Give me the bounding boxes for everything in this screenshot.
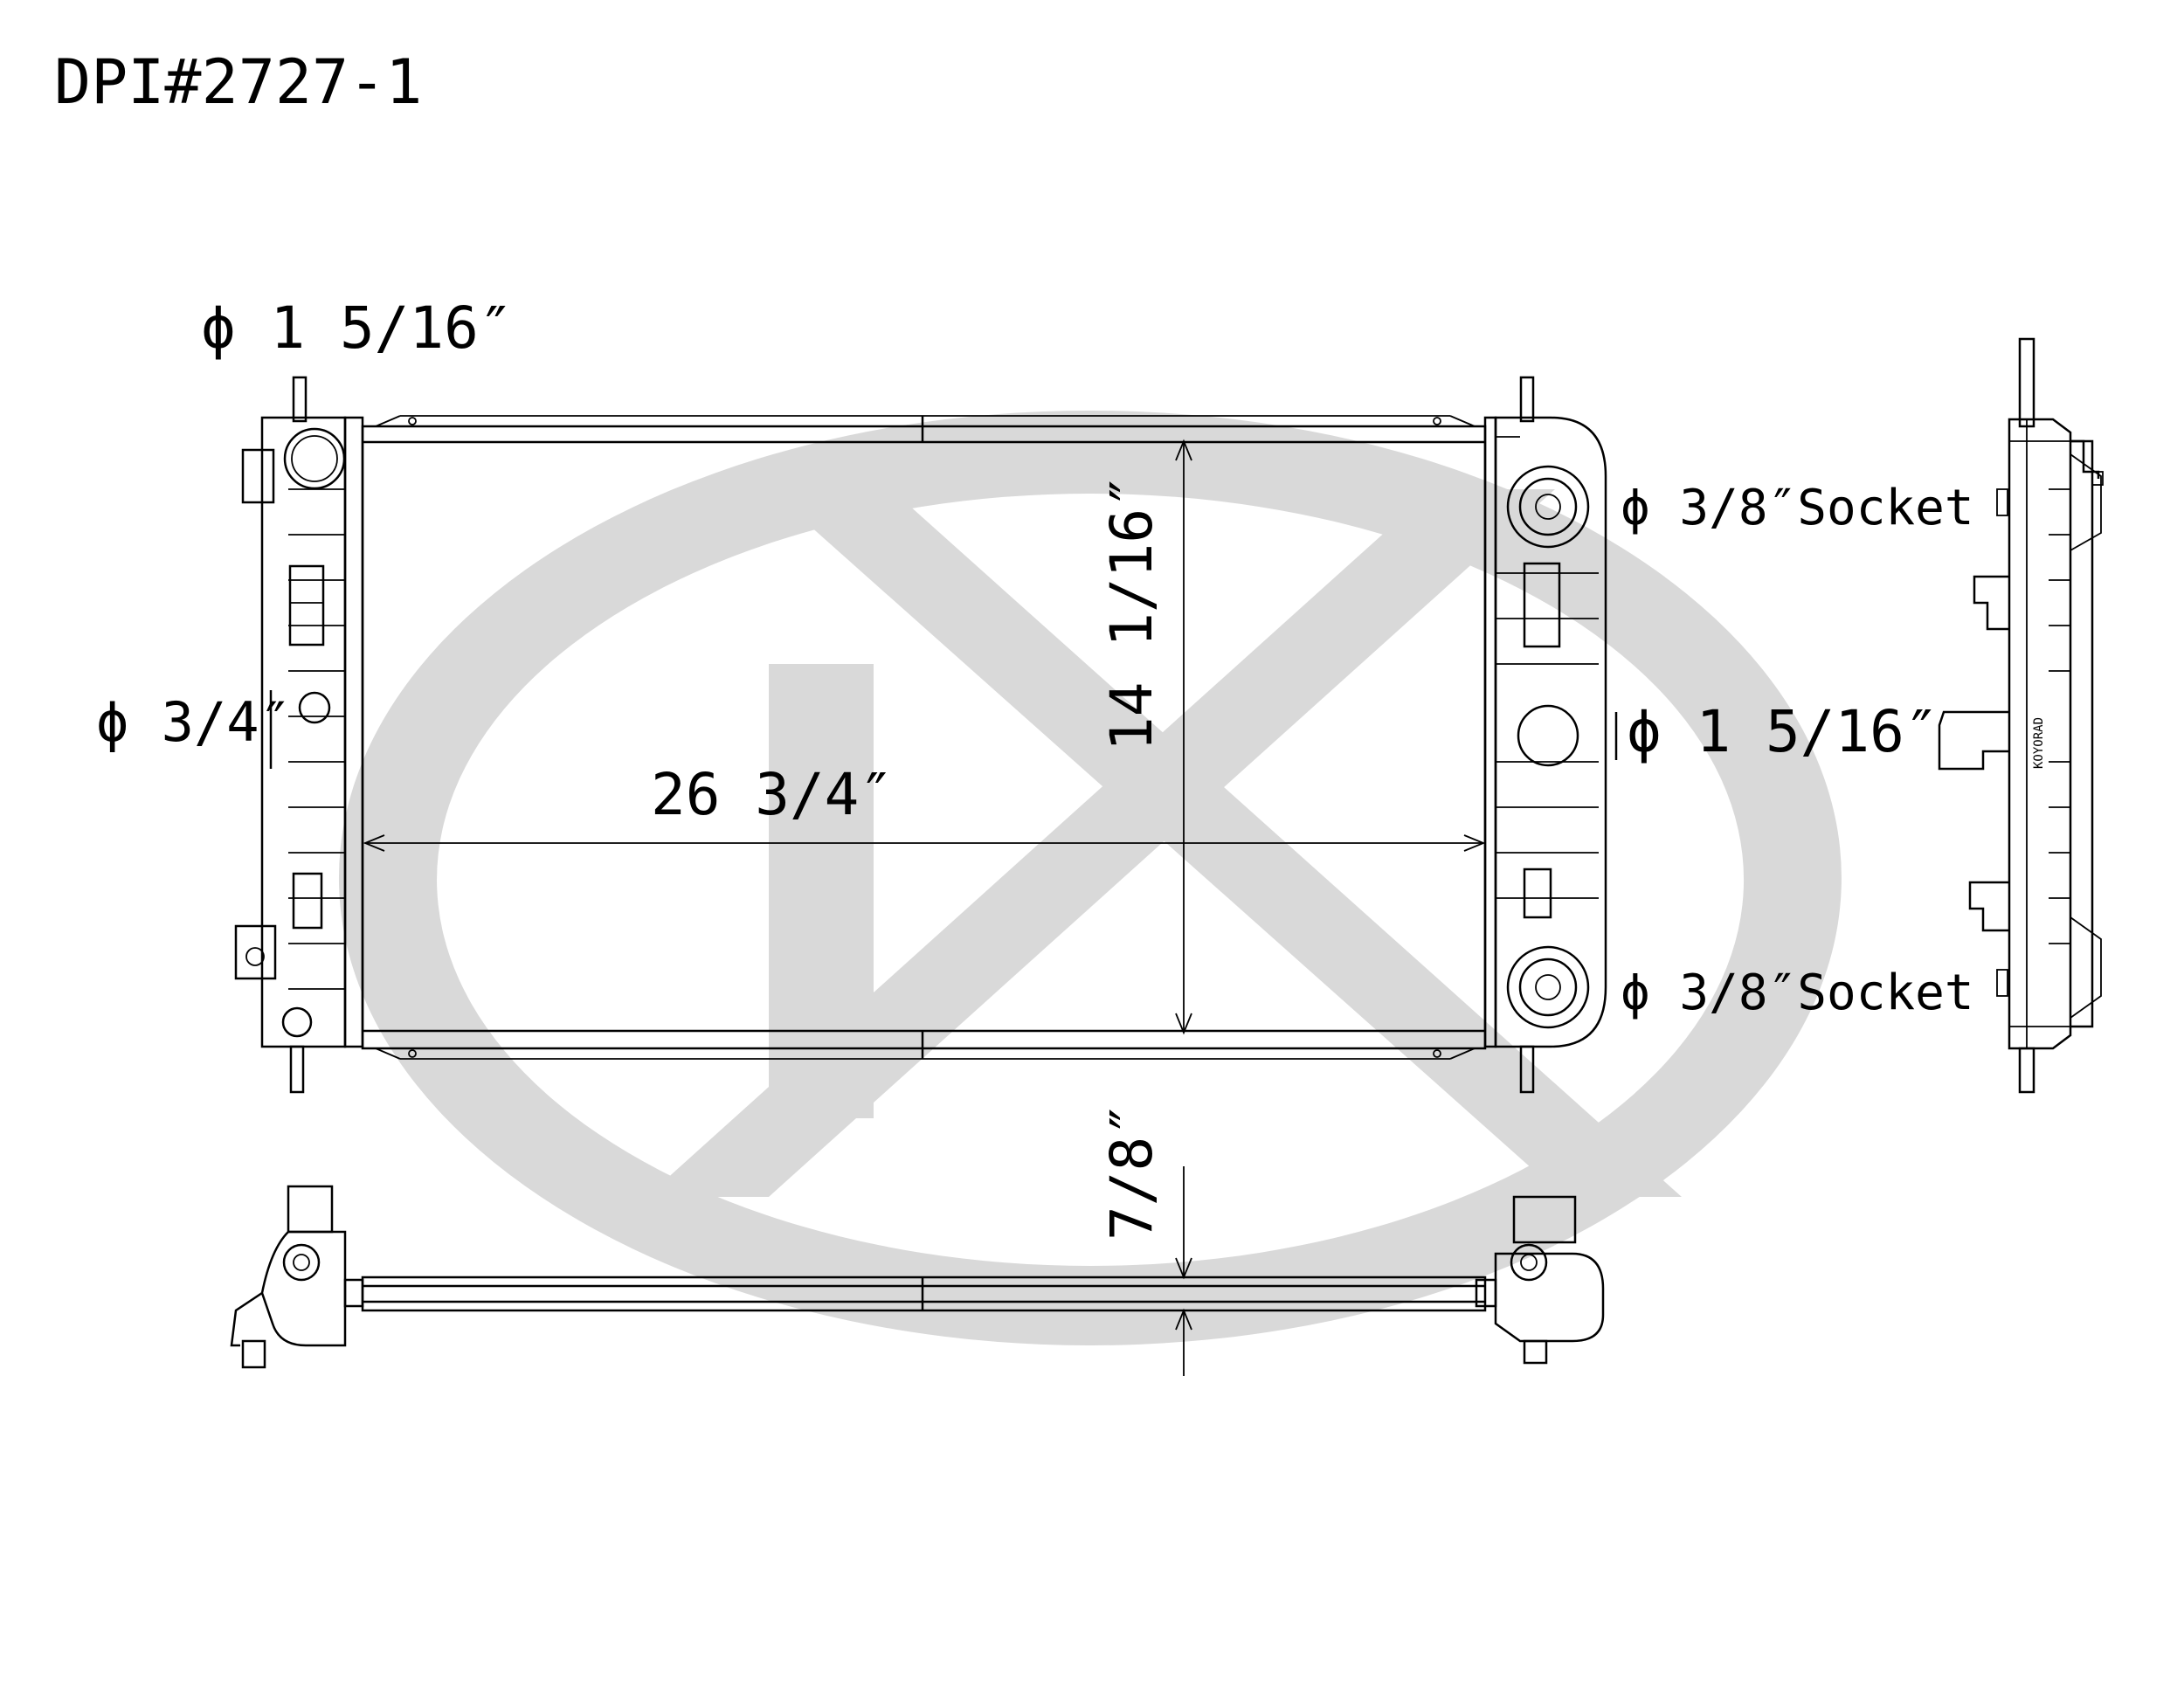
thickness-dimension <box>1175 1166 1192 1376</box>
label-thickness: 7/8″ <box>1098 1102 1165 1241</box>
left-bracket-bottom <box>234 924 277 980</box>
bottom-view-left-fitting <box>282 1243 321 1282</box>
radiator-side-view: KOYORAD <box>1938 337 2104 1094</box>
label-socket-top: ϕ 3/8″Socket <box>1621 480 1974 536</box>
radiator-front-view <box>234 376 1618 1094</box>
inlet-pipe-left <box>283 427 346 490</box>
socket-bottom <box>1506 945 1590 1029</box>
side-view-outlet <box>1938 710 2009 771</box>
bottom-view-right-fitting <box>1510 1243 1548 1282</box>
radiator-bottom-view <box>230 1185 1605 1369</box>
label-outlet-right: ϕ 1 5/16″ <box>1627 698 1939 765</box>
height-dimension <box>1175 439 1192 1035</box>
side-view-ribs <box>2049 488 2070 944</box>
label-port-left-mid: ϕ 3/4″ <box>96 690 292 754</box>
label-width: 26 3/4″ <box>651 761 894 828</box>
width-dimension <box>363 834 1486 852</box>
label-socket-bottom: ϕ 3/8″Socket <box>1621 964 1974 1021</box>
left-tank-fins <box>288 488 345 990</box>
port-left-mid <box>298 691 331 724</box>
right-tank-fins <box>1496 436 1599 899</box>
label-height: 14 1/16″ <box>1098 474 1165 751</box>
left-bracket-top <box>241 448 275 504</box>
watermark-logo <box>338 411 1842 1345</box>
socket-top <box>1506 465 1590 549</box>
outlet-pipe-right <box>1517 704 1579 767</box>
part-number: DPI#2727-1 <box>54 46 422 118</box>
label-inlet-left: ϕ 1 5/16″ <box>201 294 514 362</box>
side-view-brand: KOYORAD <box>2032 717 2046 769</box>
